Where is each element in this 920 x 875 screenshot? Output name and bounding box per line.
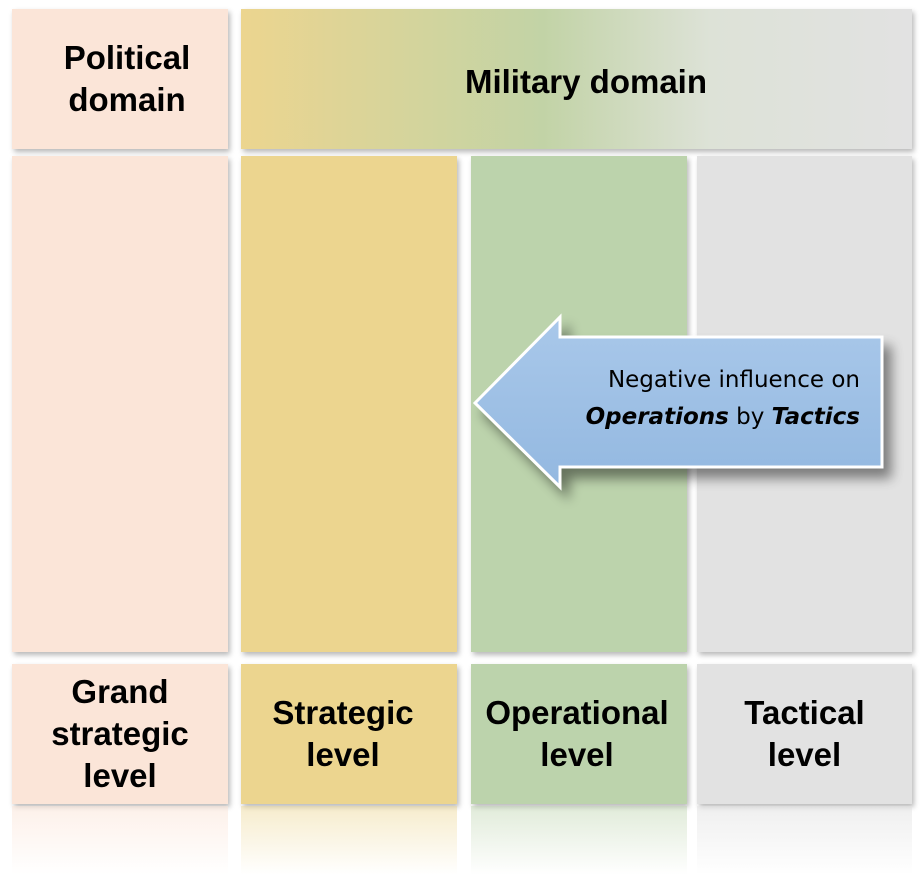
- negative-influence-arrow: [472, 313, 884, 491]
- arrow-caption-line2: Operations by Tactics: [560, 399, 860, 436]
- operational-level-box: [471, 664, 687, 804]
- political-domain-text: Political domain: [63, 39, 191, 118]
- operational-level-text: Operational level: [485, 694, 669, 773]
- arrow-caption-line1: Negative influence on: [607, 367, 860, 393]
- tactical-level-label: Tactical level: [697, 664, 912, 804]
- political-domain-header: [12, 9, 228, 149]
- operational-level-label: Operational level: [471, 664, 683, 804]
- arrow-shape: [472, 313, 884, 491]
- reflection-strategic: [241, 806, 457, 875]
- grand-strategic-level-label: Grand strategic level: [12, 664, 228, 804]
- military-domain-header: [241, 9, 912, 149]
- reflection-political: [12, 806, 228, 875]
- military-domain-label: Military domain: [241, 9, 920, 154]
- grand-strategic-level-box: [12, 664, 228, 804]
- arrow-caption-operations: Operations: [585, 404, 729, 430]
- strategic-level-text: Strategic level: [272, 694, 414, 773]
- arrow-caption: Negative influence on Operations by Tact…: [560, 362, 860, 436]
- tactical-level-box: [697, 664, 912, 804]
- arrow-caption-by: by: [728, 404, 772, 430]
- strategic-level-box: [241, 664, 457, 804]
- tactical-level-text: Tactical level: [744, 694, 865, 773]
- reflection-operational: [471, 806, 687, 875]
- arrow-caption-tactics: Tactics: [771, 404, 860, 430]
- strategic-column: [241, 156, 457, 652]
- grand-strategic-level-text: Grand strategic level: [51, 673, 189, 794]
- political-column: [12, 156, 228, 652]
- strategic-level-label: Strategic level: [241, 664, 445, 804]
- reflection-tactical: [697, 806, 912, 875]
- military-domain-text: Military domain: [464, 62, 708, 100]
- political-domain-label: Political domain: [12, 9, 242, 149]
